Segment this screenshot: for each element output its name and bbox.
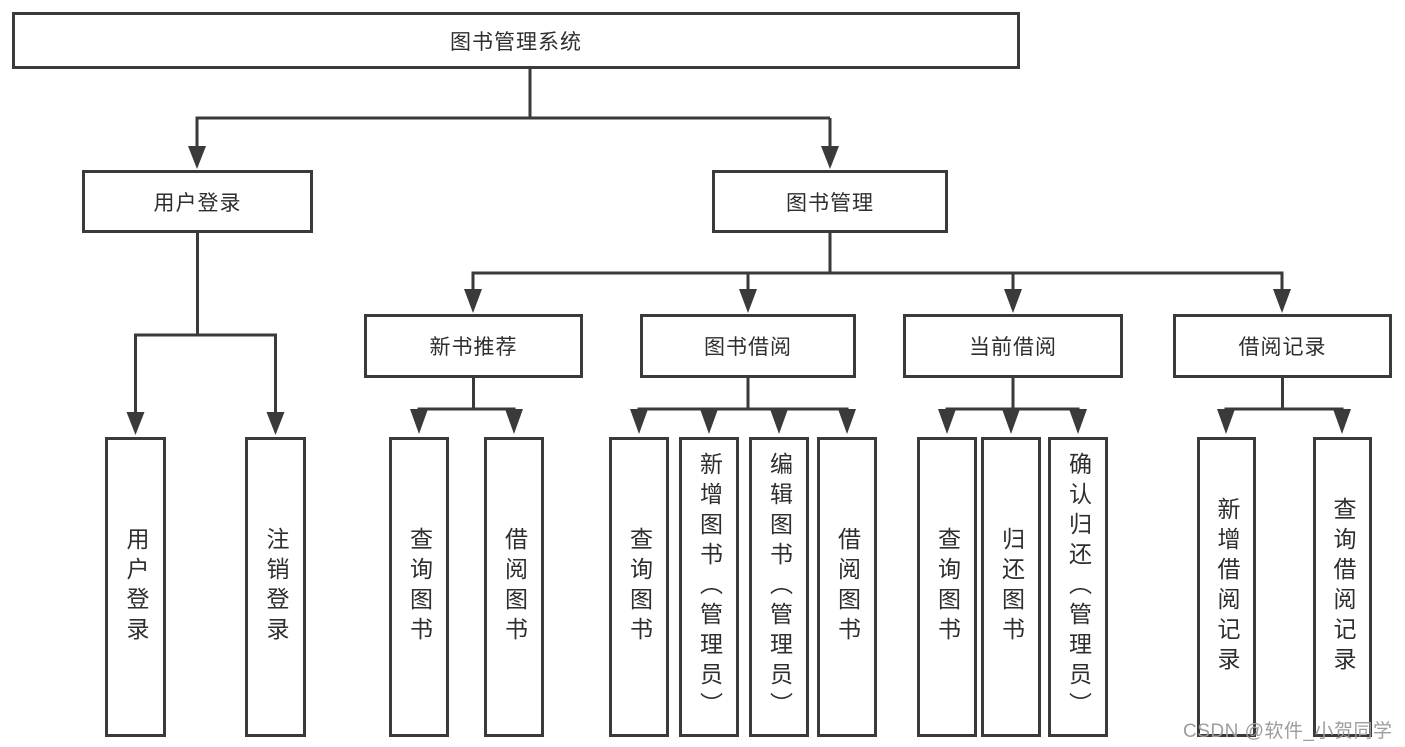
csdn-watermark: CSDN @软件_小贺同学 bbox=[1183, 721, 1393, 742]
node-book-management: 图书管理 bbox=[712, 170, 948, 233]
leaf-logout: 注销登录 bbox=[245, 437, 306, 737]
node-current-borrow: 当前借阅 bbox=[903, 314, 1123, 378]
leaf-borrow-books: 借阅图书 bbox=[817, 437, 877, 737]
leaf-query-books: 查询图书 bbox=[609, 437, 669, 737]
leaf-borrow-books: 借阅图书 bbox=[484, 437, 544, 737]
leaf-user-login: 用户登录 bbox=[105, 437, 166, 737]
leaf-query-borrow-record: 查询借阅记录 bbox=[1313, 437, 1372, 737]
node-library-system: 图书管理系统 bbox=[12, 12, 1020, 69]
leaf-return-books: 归还图书 bbox=[981, 437, 1041, 737]
node-book-borrow: 图书借阅 bbox=[640, 314, 856, 378]
leaf-confirm-return-admin: 确认归还（管理员） bbox=[1048, 437, 1108, 737]
node-user-login: 用户登录 bbox=[82, 170, 313, 233]
leaf-query-books: 查询图书 bbox=[389, 437, 449, 737]
arrowheads bbox=[126, 146, 1351, 435]
leaf-query-books: 查询图书 bbox=[917, 437, 977, 737]
node-new-book-recommend: 新书推荐 bbox=[364, 314, 583, 378]
leaf-edit-book-admin: 编辑图书（管理员） bbox=[749, 437, 809, 737]
leaf-add-borrow-record: 新增借阅记录 bbox=[1197, 437, 1256, 737]
node-borrow-record: 借阅记录 bbox=[1173, 314, 1392, 378]
leaf-add-book-admin: 新增图书（管理员） bbox=[679, 437, 739, 737]
